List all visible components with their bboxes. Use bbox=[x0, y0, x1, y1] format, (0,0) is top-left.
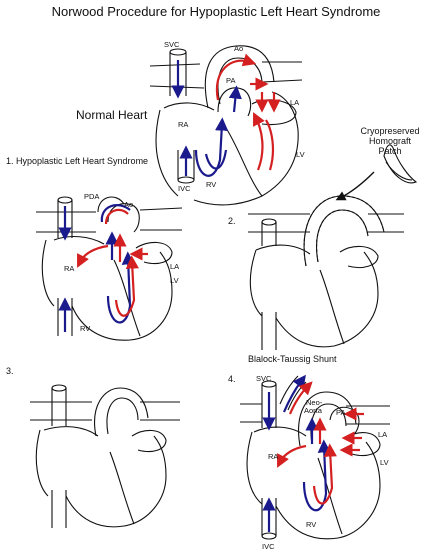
step3-caption: 3. bbox=[6, 366, 14, 376]
step1-label-ao: Ao bbox=[124, 200, 134, 209]
normal-label-ao: Ao bbox=[234, 44, 244, 53]
normal-aortic-arch bbox=[204, 45, 275, 109]
step4-label-rv: RV bbox=[306, 520, 317, 529]
step1-label-la: LA bbox=[170, 262, 180, 271]
step4-ra-arrow bbox=[277, 444, 307, 468]
step4-svc-vessel bbox=[261, 384, 277, 428]
step4-flow-arrows bbox=[262, 374, 364, 532]
normal-label-ivc: IVC bbox=[178, 184, 191, 193]
normal-label-pa: PA bbox=[226, 76, 236, 85]
patch-pointer-arrow bbox=[335, 171, 375, 201]
normal-label-svc: SVC bbox=[164, 40, 180, 49]
step1-label-lv: LV bbox=[170, 276, 179, 285]
patch-label-2: Homograft bbox=[368, 136, 412, 146]
step2-heart bbox=[248, 195, 404, 350]
step1-label-rv: RV bbox=[80, 324, 91, 333]
step4-shunt-flow-red bbox=[288, 381, 313, 415]
step2-patch-arch bbox=[303, 195, 385, 267]
step4-label-la: LA bbox=[378, 430, 388, 439]
step2-caption: 2. bbox=[228, 216, 236, 226]
normal-aorta-arrow bbox=[215, 53, 257, 101]
step1-aorta bbox=[107, 203, 140, 233]
patch-label-3: Patch bbox=[378, 146, 402, 156]
normal-svc-vessel bbox=[169, 52, 187, 96]
patch-label-1: Cryopreserved bbox=[360, 126, 420, 136]
step4-label-neo-2: Aorta bbox=[304, 406, 322, 415]
normal-label-rv: RV bbox=[206, 180, 217, 189]
normal-rv-flow-out bbox=[204, 149, 228, 170]
normal-ivc-vessel bbox=[177, 150, 195, 180]
step4-heart-outline bbox=[246, 431, 381, 540]
normal-rv-flow-in bbox=[194, 117, 229, 177]
step1-heart-outline bbox=[41, 239, 173, 341]
step3-heart bbox=[30, 384, 180, 528]
step3-neo-aorta bbox=[94, 387, 149, 437]
step1-rv-flow bbox=[106, 251, 135, 324]
step4-caption: 4. bbox=[228, 374, 236, 384]
step4-label-ivc: IVC bbox=[262, 542, 275, 551]
normal-pa-arrow bbox=[228, 85, 242, 113]
step4-label-pa: PA bbox=[336, 408, 346, 417]
normal-heart-outline bbox=[155, 91, 299, 206]
step4-shunt-label: Blalock-Taussig Shunt bbox=[248, 354, 337, 364]
step4-label-ra: RA bbox=[268, 452, 279, 461]
normal-lv-flow bbox=[253, 112, 265, 171]
step1-label-ra: RA bbox=[64, 264, 75, 273]
step4-rv-flow bbox=[302, 439, 331, 512]
step4-label-svc: SVC bbox=[256, 374, 272, 383]
step1-label-pda: PDA bbox=[84, 192, 100, 201]
step1-flow-arrows bbox=[58, 204, 148, 332]
step4-ivc-vessel bbox=[261, 498, 277, 536]
normal-heart bbox=[149, 45, 303, 206]
step4-label-lv: LV bbox=[380, 458, 389, 467]
normal-label-la: LA bbox=[290, 98, 300, 107]
step1-ivc-vessel bbox=[57, 298, 73, 336]
step2-heart-outline bbox=[249, 249, 379, 348]
diagram-title: Norwood Procedure for Hypoplastic Left H… bbox=[51, 4, 381, 19]
step4-label-neo-1: Neo- bbox=[306, 398, 323, 407]
normal-label-ra: RA bbox=[178, 120, 189, 129]
step1-pda bbox=[97, 196, 125, 213]
normal-heart-caption: Normal Heart bbox=[76, 108, 148, 122]
step1-caption: 1. Hypoplastic Left Heart Syndrome bbox=[6, 156, 149, 166]
step3-heart-outline bbox=[35, 429, 167, 528]
step1-arch-flow bbox=[100, 204, 131, 223]
step1-heart bbox=[36, 196, 183, 341]
step1-ra-arrow bbox=[77, 244, 109, 268]
normal-label-lv: LV bbox=[296, 150, 305, 159]
normal-flow-arrows bbox=[171, 53, 281, 177]
normal-pa-vessel bbox=[217, 87, 252, 117]
